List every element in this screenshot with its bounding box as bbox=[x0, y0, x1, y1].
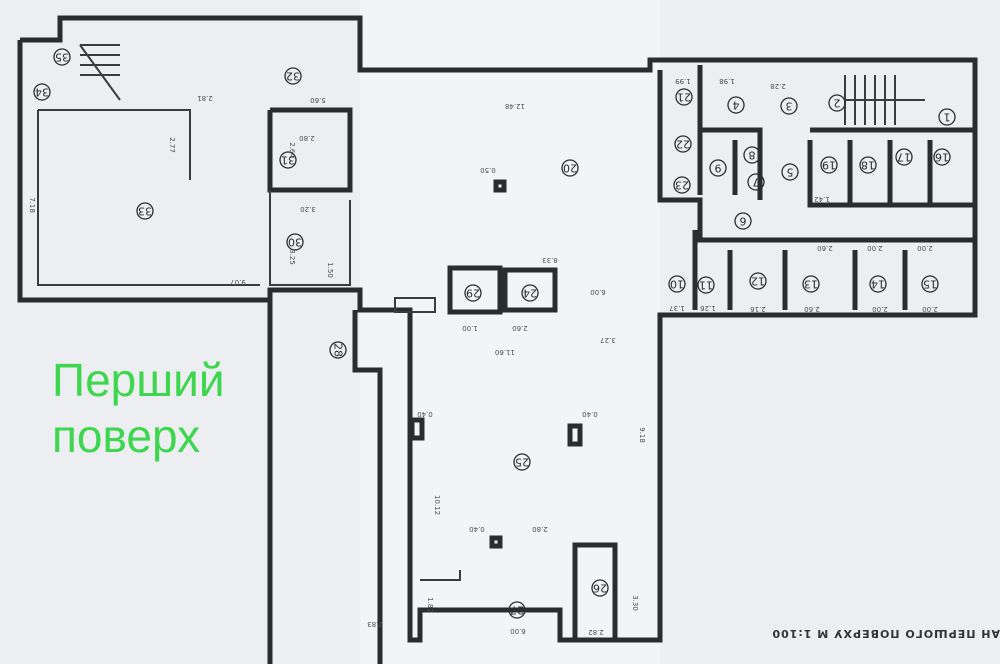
svg-text:5.60: 5.60 bbox=[310, 96, 326, 104]
svg-text:35: 35 bbox=[55, 51, 69, 64]
svg-text:2.16: 2.16 bbox=[750, 305, 766, 313]
svg-text:2.81: 2.81 bbox=[197, 94, 213, 102]
svg-text:12: 12 bbox=[751, 275, 765, 288]
plan-title: АН ПЕРШОГО ПОВЕРХУ М 1:100 bbox=[771, 627, 1000, 640]
svg-text:0.40: 0.40 bbox=[582, 410, 598, 418]
svg-text:15: 15 bbox=[923, 278, 937, 291]
svg-text:9.07: 9.07 bbox=[230, 278, 246, 286]
svg-text:2.60: 2.60 bbox=[512, 324, 528, 332]
svg-text:7: 7 bbox=[753, 176, 760, 189]
svg-text:10.12: 10.12 bbox=[433, 495, 441, 515]
svg-text:2.83: 2.83 bbox=[367, 620, 383, 628]
svg-text:6.00: 6.00 bbox=[590, 288, 606, 296]
svg-text:27: 27 bbox=[510, 604, 524, 617]
svg-text:2.60: 2.60 bbox=[804, 305, 820, 313]
svg-text:13: 13 bbox=[804, 278, 818, 291]
svg-text:16: 16 bbox=[935, 151, 949, 164]
svg-text:31: 31 bbox=[281, 154, 295, 167]
svg-text:11.60: 11.60 bbox=[495, 348, 515, 356]
svg-text:11: 11 bbox=[699, 279, 713, 292]
svg-text:2.00: 2.00 bbox=[922, 305, 938, 313]
svg-text:9.18: 9.18 bbox=[638, 427, 646, 443]
svg-text:2.82: 2.82 bbox=[588, 628, 604, 636]
svg-text:0.50: 0.50 bbox=[480, 166, 496, 174]
svg-text:7.18: 7.18 bbox=[28, 197, 36, 213]
svg-text:2.00: 2.00 bbox=[867, 244, 883, 252]
svg-text:1: 1 bbox=[944, 111, 951, 124]
svg-text:2.64: 2.64 bbox=[288, 142, 296, 158]
svg-text:2.00: 2.00 bbox=[917, 244, 933, 252]
svg-text:4: 4 bbox=[733, 99, 740, 112]
svg-text:0.40: 0.40 bbox=[417, 410, 433, 418]
svg-text:24: 24 bbox=[523, 287, 537, 300]
svg-text:2.28: 2.28 bbox=[770, 82, 786, 90]
svg-text:21: 21 bbox=[677, 91, 691, 104]
svg-text:22: 22 bbox=[676, 138, 690, 151]
svg-text:1.99: 1.99 bbox=[675, 77, 691, 85]
floor-caption: Перший поверх bbox=[52, 352, 225, 464]
svg-text:2: 2 bbox=[834, 97, 841, 110]
svg-text:30: 30 bbox=[288, 236, 302, 249]
svg-text:33: 33 bbox=[138, 205, 152, 218]
svg-text:1.98: 1.98 bbox=[719, 77, 735, 85]
stairs-right bbox=[844, 75, 925, 125]
svg-text:1.26: 1.26 bbox=[700, 304, 716, 312]
svg-text:23: 23 bbox=[675, 179, 689, 192]
dimension-labels: 2.81 5.60 12.48 2.80 2.64 3.20 3.25 1.50… bbox=[28, 77, 938, 636]
svg-text:26: 26 bbox=[593, 582, 607, 595]
svg-text:25: 25 bbox=[515, 456, 529, 469]
svg-text:3.20: 3.20 bbox=[300, 205, 316, 213]
svg-text:3: 3 bbox=[786, 100, 793, 113]
svg-text:3.27: 3.27 bbox=[600, 336, 616, 344]
svg-text:1.42: 1.42 bbox=[814, 195, 830, 203]
svg-text:14: 14 bbox=[871, 278, 885, 291]
svg-text:2.80: 2.80 bbox=[532, 525, 548, 533]
svg-text:18: 18 bbox=[861, 159, 875, 172]
svg-text:8.33: 8.33 bbox=[542, 256, 558, 264]
svg-text:3.25: 3.25 bbox=[288, 249, 296, 265]
svg-text:1.82: 1.82 bbox=[426, 597, 434, 613]
svg-text:34: 34 bbox=[35, 86, 49, 99]
svg-text:1.00: 1.00 bbox=[462, 324, 478, 332]
svg-text:0.40: 0.40 bbox=[469, 525, 485, 533]
svg-text:6: 6 bbox=[740, 215, 747, 228]
svg-text:1.50: 1.50 bbox=[326, 262, 334, 278]
svg-text:29: 29 bbox=[466, 287, 480, 300]
svg-text:2.00: 2.00 bbox=[872, 305, 888, 313]
svg-text:10: 10 bbox=[670, 278, 684, 291]
svg-text:20: 20 bbox=[563, 162, 577, 175]
caption-line-2: поверх bbox=[52, 410, 201, 462]
svg-text:2.60: 2.60 bbox=[817, 244, 833, 252]
svg-text:2.80: 2.80 bbox=[299, 134, 315, 142]
svg-text:9: 9 bbox=[715, 162, 722, 175]
svg-text:2.77: 2.77 bbox=[168, 137, 176, 153]
svg-text:8: 8 bbox=[749, 149, 756, 162]
svg-text:5: 5 bbox=[787, 166, 794, 179]
svg-text:1.37: 1.37 bbox=[669, 304, 685, 312]
svg-text:3.30: 3.30 bbox=[631, 595, 639, 611]
svg-text:19: 19 bbox=[822, 159, 836, 172]
svg-text:32: 32 bbox=[286, 70, 300, 83]
caption-line-1: Перший bbox=[52, 354, 225, 406]
svg-text:6.00: 6.00 bbox=[510, 627, 526, 635]
svg-text:28: 28 bbox=[332, 343, 345, 357]
svg-text:17: 17 bbox=[897, 151, 911, 164]
svg-text:12.48: 12.48 bbox=[505, 102, 525, 110]
room-labels: 1 2 3 4 5 6 7 8 9 10 11 12 13 14 15 16 1… bbox=[33, 48, 956, 619]
walls bbox=[17, 15, 978, 664]
stairs-left bbox=[79, 44, 121, 101]
